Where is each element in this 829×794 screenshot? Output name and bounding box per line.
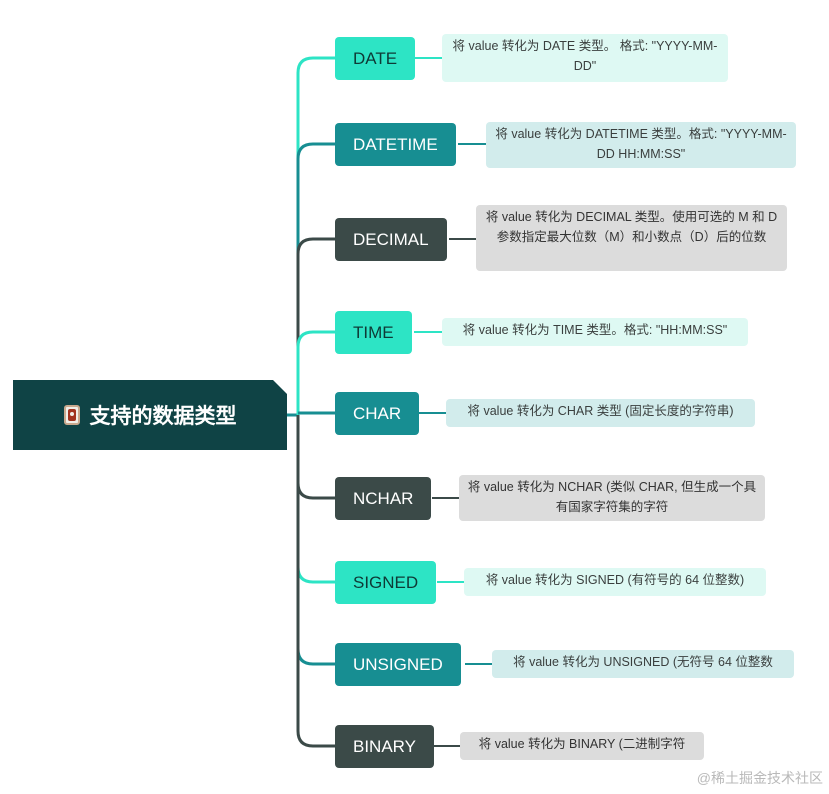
desc-unsigned: 将 value 转化为 UNSIGNED (无符号 64 位整数: [492, 650, 794, 678]
node-label: TIME: [353, 322, 394, 342]
connector-time: [296, 330, 335, 415]
desc-nchar: 将 value 转化为 NCHAR (类似 CHAR, 但生成一个具有国家字符集…: [459, 475, 765, 521]
desc-time: 将 value 转化为 TIME 类型。格式: "HH:MM:SS": [442, 318, 748, 346]
desc-signed: 将 value 转化为 SIGNED (有符号的 64 位整数): [464, 568, 766, 596]
node-label: UNSIGNED: [353, 654, 443, 674]
node-label: CHAR: [353, 403, 402, 423]
node-label: SIGNED: [353, 572, 419, 592]
connector-binary: [296, 415, 335, 748]
root-node[interactable]: 支持的数据类型: [13, 380, 287, 450]
desc-datetime: 将 value 转化为 DATETIME 类型。格式: "YYYY-MM-DD …: [486, 122, 796, 168]
connector-datetime: [296, 142, 335, 415]
node-datetime[interactable]: DATETIME: [335, 123, 456, 166]
desc-char: 将 value 转化为 CHAR 类型 (固定长度的字符串): [446, 399, 755, 427]
node-unsigned[interactable]: UNSIGNED: [335, 643, 461, 686]
node-nchar[interactable]: NCHAR: [335, 477, 432, 520]
node-signed[interactable]: SIGNED: [335, 561, 437, 604]
notebook-icon: [63, 405, 80, 425]
watermark: @稀土掘金技术社区: [696, 770, 823, 786]
connector-nchar: [296, 415, 335, 500]
node-label: DATE: [353, 48, 398, 68]
node-time[interactable]: TIME: [335, 311, 412, 354]
page-fold-corner: [273, 380, 287, 394]
desc-date: 将 value 转化为 DATE 类型。 格式: "YYYY-MM-DD": [442, 34, 728, 82]
node-label: DECIMAL: [353, 229, 429, 249]
node-binary[interactable]: BINARY: [335, 725, 434, 768]
node-label: NCHAR: [353, 488, 414, 508]
node-date[interactable]: DATE: [335, 37, 416, 80]
node-label: DATETIME: [353, 134, 438, 154]
node-decimal[interactable]: DECIMAL: [335, 218, 447, 261]
node-char[interactable]: CHAR: [335, 392, 420, 435]
root-title: 支持的数据类型: [89, 404, 237, 428]
node-label: BINARY: [353, 736, 416, 756]
desc-decimal: 将 value 转化为 DECIMAL 类型。使用可选的 M 和 D 参数指定最…: [476, 205, 787, 271]
connector-date: [296, 56, 335, 415]
connector-decimal: [296, 237, 335, 415]
desc-binary: 将 value 转化为 BINARY (二进制字符: [460, 732, 704, 760]
connector-unsigned: [296, 415, 335, 666]
